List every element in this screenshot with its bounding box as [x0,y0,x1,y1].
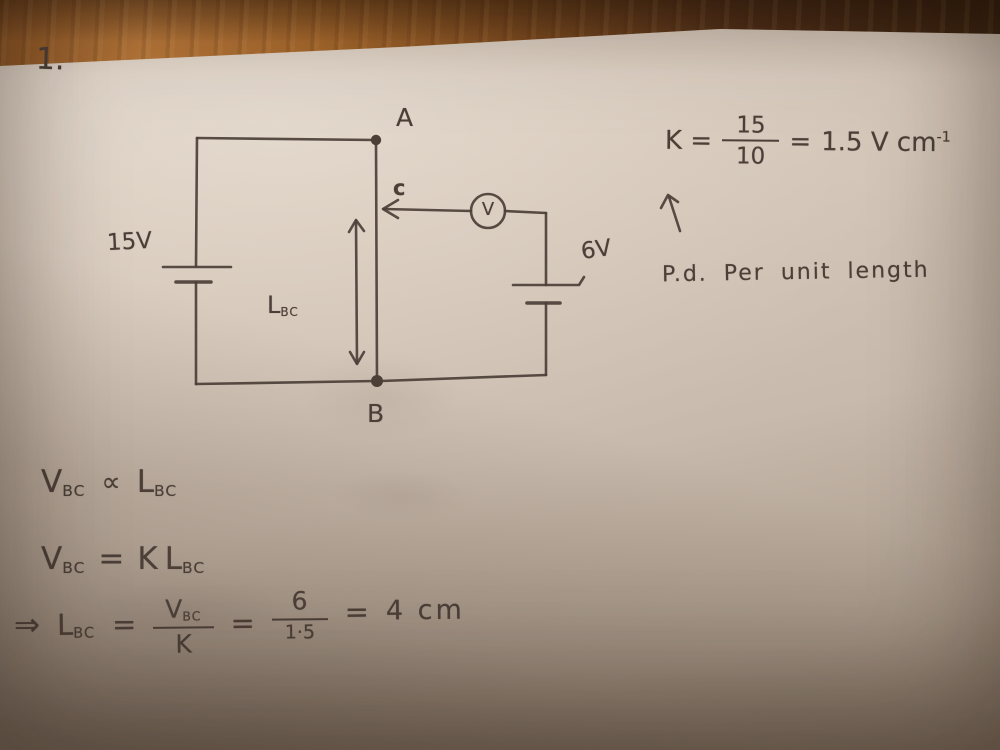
lbc-base: L [56,607,74,642]
fraction-numerator: VBC [153,594,214,630]
fraction-denominator: 1·5 [284,621,316,644]
equals-sign: = [230,605,255,640]
slider-contact-arrow [381,198,473,220]
working-line-2: VBC = K LBC [41,541,205,577]
arrowhead-down [348,350,366,366]
double-arrow-shaft [354,219,359,365]
k-fraction-numerator: 15 [722,112,780,142]
k-result-exponent: -1 [936,129,951,146]
equals-sign: = [344,594,370,629]
arrowhead-up [347,218,366,234]
annotation-up-arrow [659,193,682,233]
k-fraction: 15 10 [722,112,780,170]
lbc-sub: BC [73,625,96,642]
k-fraction-denominator: 10 [735,143,766,170]
k-equation-result: 1.5 V cm-1 [821,127,951,158]
vbc-base: V [164,594,183,624]
six-over-1-5-fraction: 6 1·5 [271,586,328,644]
vbc-base: V [41,541,63,577]
length-label: LBC [267,291,299,319]
pencil-smudge [330,470,470,520]
arrow-caption: P.d. Per unit length [661,257,930,288]
length-measure-arrow [347,218,366,366]
k-result-text: 1.5 V cm [821,126,937,158]
k-coefficient: K [137,541,158,577]
node-c-label: c [393,176,406,200]
node-b-dot [371,375,383,387]
node-b-label: B [367,399,385,428]
vbc-term: VBC [41,541,85,577]
vbc-sub: BC [62,481,86,500]
wire-c-to-voltmeter [382,207,473,213]
working-line-1: VBC ∝ LBC [41,464,177,500]
fraction-denominator: K [175,629,192,659]
fraction-numerator: 6 [271,586,328,622]
vbc-sub: BC [182,608,202,624]
lbc-term: LBC [57,607,95,641]
wire-top [195,136,377,142]
k-equation-equals: = [789,126,812,157]
right-battery-symbol [511,275,586,305]
length-label-sub: BC [280,304,299,319]
k-equation: K = 15 10 = 1.5 V cm-1 [664,112,951,171]
lbc-sub: BC [182,558,206,577]
pencil-smudge [300,350,460,440]
battery-long-plate [511,275,586,287]
left-battery-label: 15V [106,227,153,257]
lbc-base: L [136,464,154,500]
wire-bottom-left [194,379,378,386]
equals-sign: = [111,606,137,642]
question-number: 1. [35,41,66,78]
working-line-3: ⇒ LBC = VBC K = 6 1·5 = 4 cm [13,586,466,659]
voltmeter-label: V [481,199,495,220]
implies-arrow: ⇒ [13,606,41,644]
lbc-term: LBC [165,541,205,577]
arrowhead-up [659,193,680,210]
vbc-over-k-fraction: VBC K [153,594,214,659]
lbc-base: L [164,541,183,577]
left-loop-wires [194,136,378,386]
wire-ab-potentiometer [374,138,379,383]
wire-bottom-right [379,373,548,383]
left-battery-symbol [161,265,233,284]
vbc-sub: BC [62,558,86,577]
wire-voltmeter-right [503,209,548,215]
result-value: 4 cm [385,594,465,627]
arrow-shaft [667,195,682,233]
lbc-term: LBC [137,464,177,500]
right-battery-label: 6V [579,235,614,265]
node-a-dot [370,134,382,146]
proportional-symbol: ∝ [101,466,121,498]
arrowhead-left [381,198,400,220]
node-a-label: A [396,103,414,132]
right-loop-wires [379,209,548,383]
vbc-term: VBC [41,464,85,500]
pencil-smudge [90,580,290,640]
vbc-base: V [41,464,63,500]
lbc-sub: BC [153,481,178,500]
k-equation-lhs: K = [664,125,713,156]
length-label-base: L [267,291,281,319]
equals-sign: = [98,541,125,577]
wire-left-upper [194,136,199,268]
